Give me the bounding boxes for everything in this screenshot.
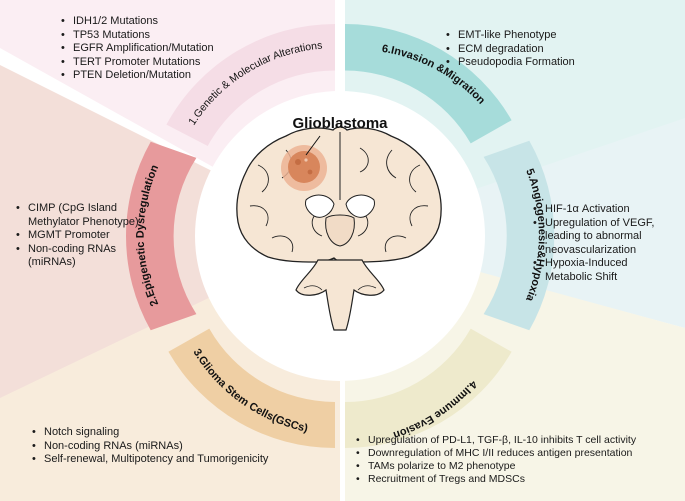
- stem-list: Notch signaling Non-coding RNAs (miRNAs)…: [32, 426, 268, 467]
- invasion-band: [345, 23, 512, 144]
- list-item: Non-coding RNAs (miRNAs): [32, 440, 268, 454]
- list-item: Self-renewal, Multipotency and Tumorigen…: [32, 453, 268, 467]
- list-item: TAMs polarize to M2 phenotype: [356, 460, 636, 473]
- list-item: Recruitment of Tregs and MDSCs: [356, 473, 636, 486]
- brain-illustration: [236, 126, 442, 331]
- list-item: CIMP (CpG Island Methylator Phenotype): [16, 202, 166, 229]
- immune-list: Upregulation of PD-L1, TGF-β, IL-10 inhi…: [356, 434, 636, 486]
- list-item: Upregulation of PD-L1, TGF-β, IL-10 inhi…: [356, 434, 636, 447]
- epigenetic-list: CIMP (CpG Island Methylator Phenotype) M…: [16, 202, 166, 270]
- list-item: Notch signaling: [32, 426, 268, 440]
- list-item: IDH1/2 Mutations: [61, 15, 214, 29]
- brainstem: [295, 259, 385, 331]
- list-item: Pseudopodia Formation: [446, 56, 575, 70]
- ventricle-left: [305, 194, 335, 218]
- list-item: Upregulation of VEGF, leading to abnorma…: [533, 217, 675, 258]
- list-item: EGFR Amplification/Mutation: [61, 42, 214, 56]
- list-item: TERT Promoter Mutations: [61, 56, 214, 70]
- list-item: Hypoxia-Induced Metabolic Shift: [533, 257, 675, 284]
- list-item: EMT-like Phenotype: [446, 29, 575, 43]
- list-item: Downregulation of MHC I/II reduces antig…: [356, 447, 636, 460]
- list-item: Non-coding RNAs (miRNAs): [16, 243, 133, 270]
- list-item: MGMT Promoter: [16, 229, 166, 243]
- list-item: PTEN Deletion/Mutation: [61, 69, 214, 83]
- tumor: [288, 151, 320, 183]
- immune-band: [345, 328, 512, 449]
- list-item: TP53 Mutations: [61, 29, 214, 43]
- genetic-band: [166, 24, 335, 146]
- angio-list: HIF-1α Activation Upregulation of VEGF, …: [533, 203, 675, 285]
- genetic-list: IDH1/2 Mutations TP53 Mutations EGFR Amp…: [61, 15, 214, 83]
- stem-band: [168, 328, 335, 449]
- center-title: Glioblastoma: [292, 115, 388, 132]
- tumor-pointer: [305, 135, 321, 156]
- invasion-list: EMT-like Phenotype ECM degradation Pseud…: [446, 29, 575, 70]
- list-item: HIF-1α Activation: [533, 203, 675, 217]
- ventricle-right: [345, 194, 375, 218]
- list-item: ECM degradation: [446, 43, 575, 57]
